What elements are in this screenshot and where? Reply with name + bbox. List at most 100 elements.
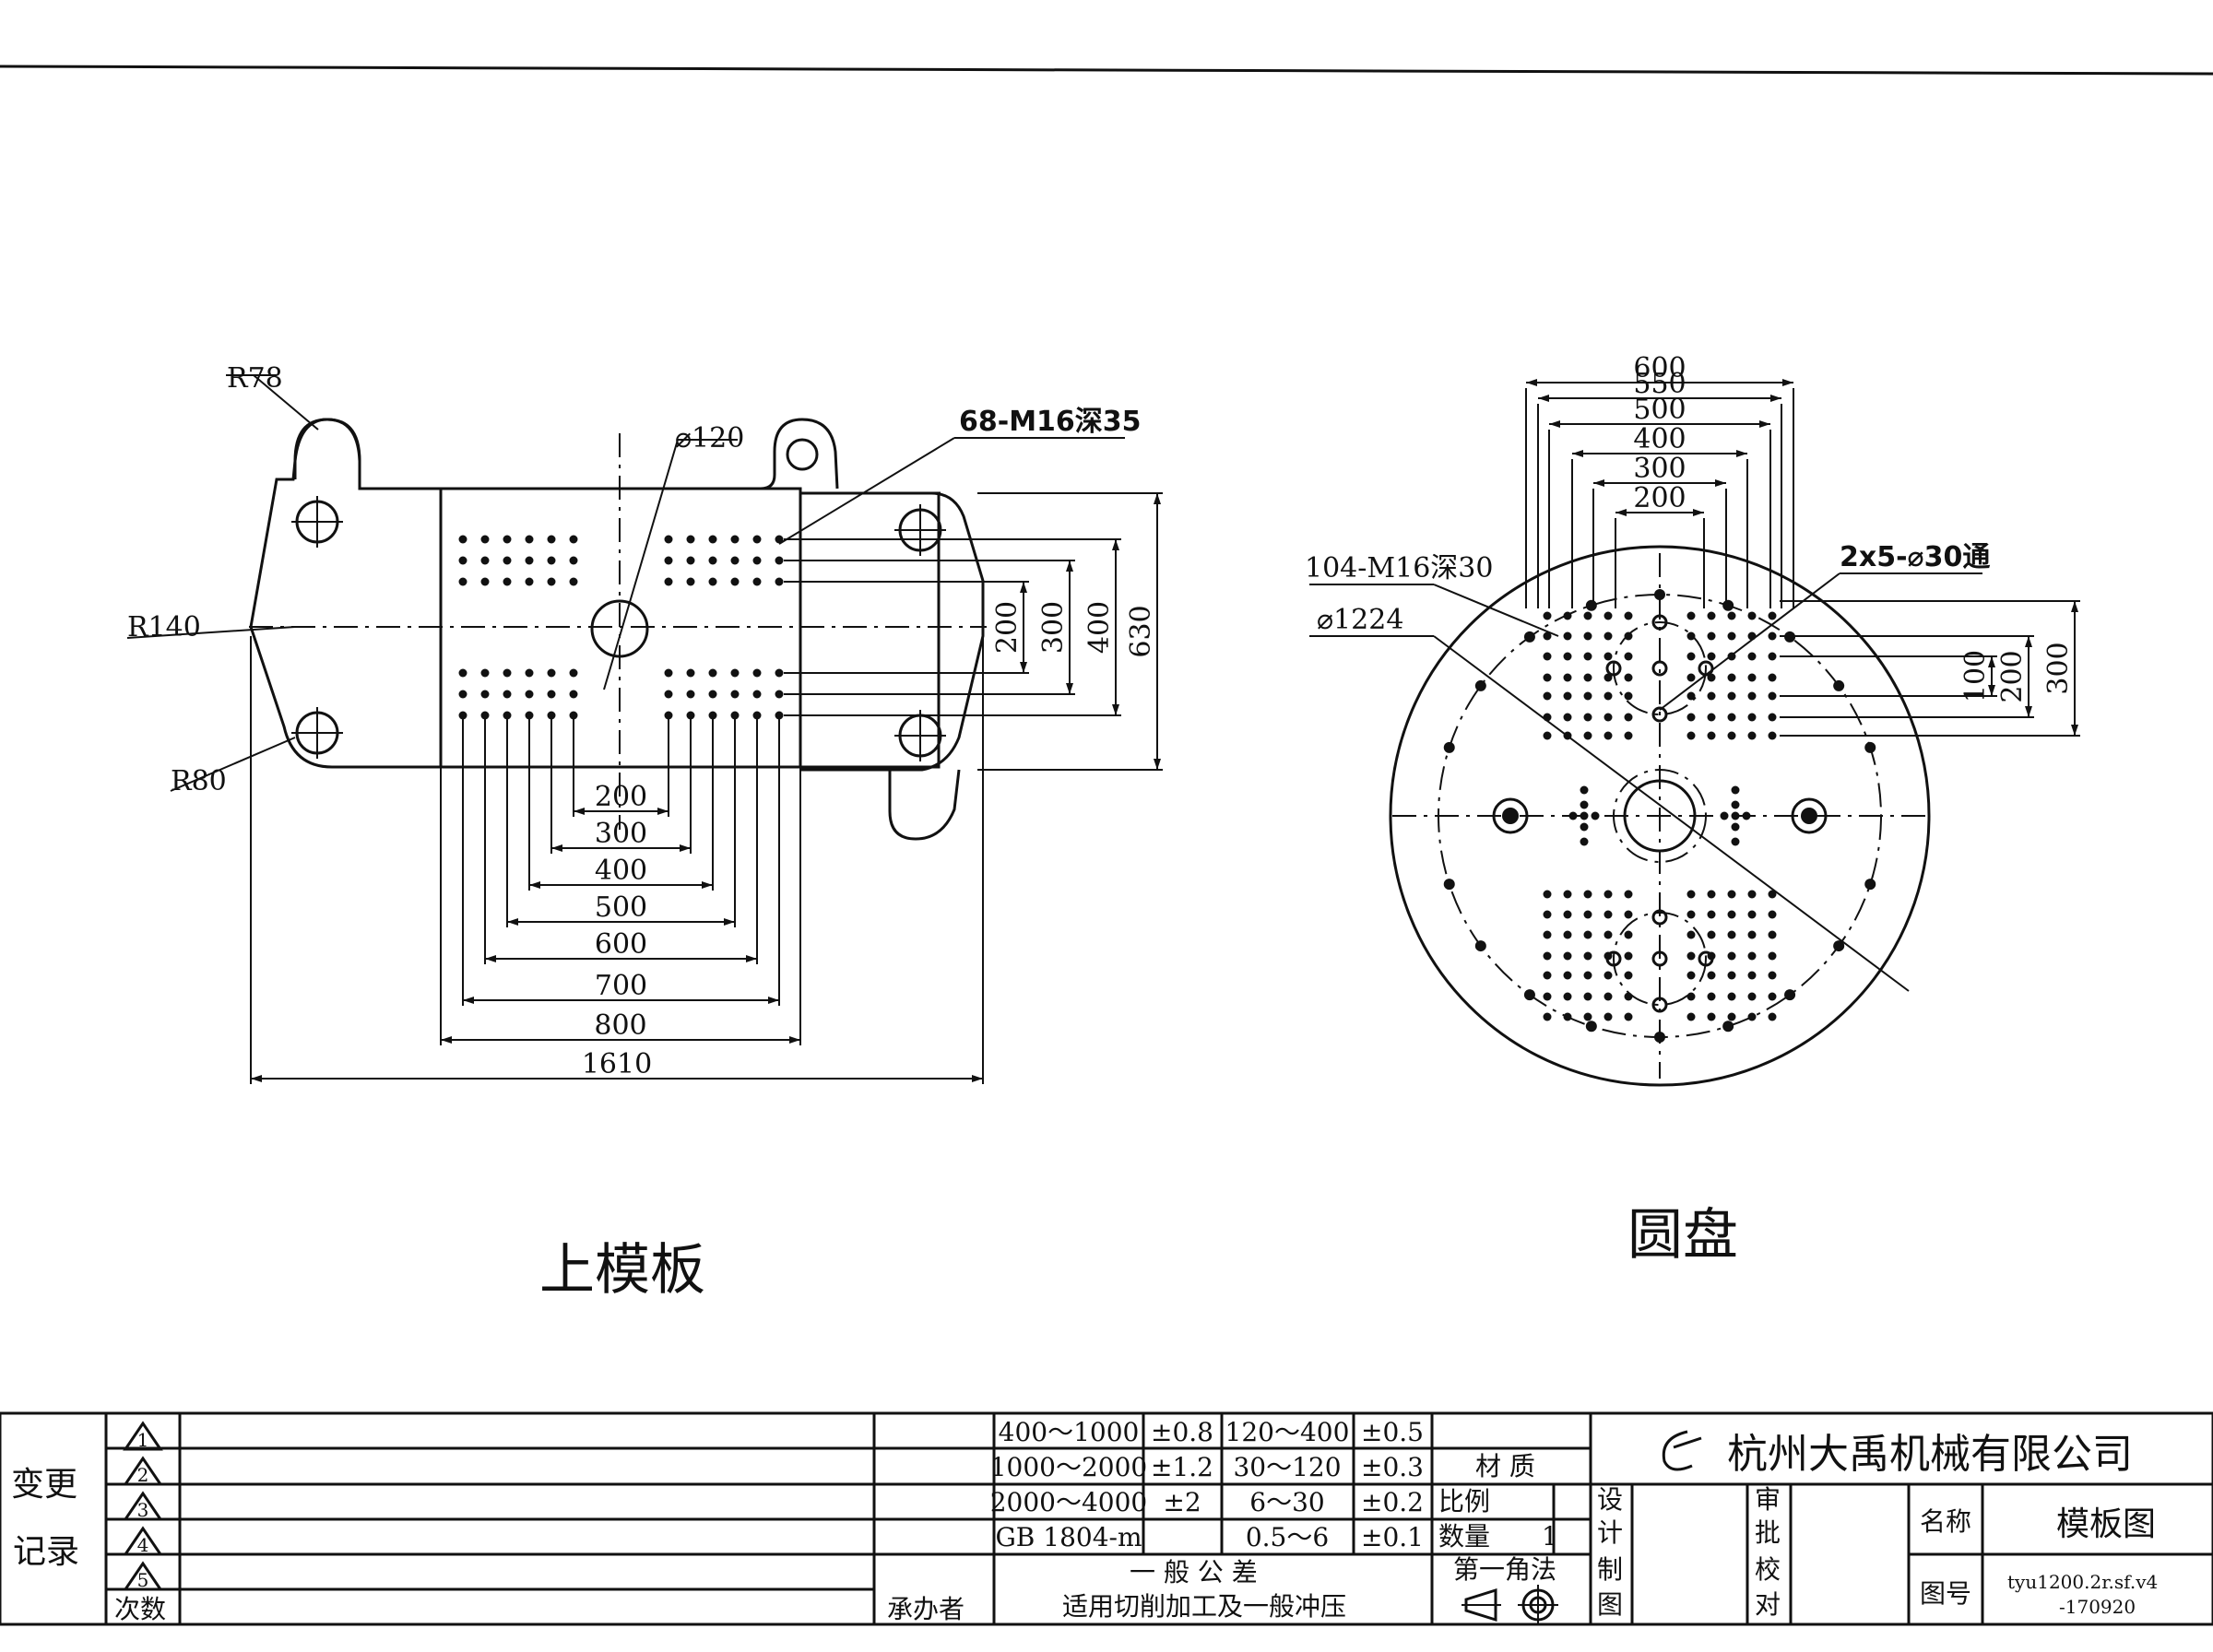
bolt-hole <box>1768 930 1777 939</box>
bolt-hole <box>1563 673 1572 682</box>
bolt-hole <box>1727 713 1736 722</box>
bolt-hole <box>1731 822 1740 832</box>
revision-triangle <box>123 1421 163 1451</box>
bolt-hole <box>1654 589 1665 600</box>
bolt-hole <box>1727 930 1736 939</box>
bolt-hole <box>1563 910 1572 919</box>
bolt-hole <box>1563 890 1572 899</box>
bolt-hole <box>1727 971 1736 980</box>
bolt-hole <box>1686 951 1696 961</box>
dimension-label: 550 <box>1633 368 1686 400</box>
bolt-hole <box>1686 992 1696 1001</box>
change-record-label-1: 变更 <box>11 1466 77 1504</box>
bolt-hole <box>525 690 534 699</box>
dimension-label: 300 <box>595 818 647 850</box>
bolt-hole <box>1768 713 1777 722</box>
bolt-hole <box>1543 910 1552 919</box>
bolt-hole <box>1580 837 1589 846</box>
bolt-hole <box>1768 691 1777 701</box>
check-label-2: 对 <box>1755 1589 1781 1620</box>
dimension-label: 300 <box>2042 642 2075 694</box>
bolt-hole <box>547 577 556 586</box>
bolt-hole <box>1624 930 1633 939</box>
bolt-hole <box>525 556 534 565</box>
tolerance-cell: ±0.3 <box>1361 1452 1424 1482</box>
bolt-hole <box>1686 1012 1696 1021</box>
bolt-hole <box>1727 611 1736 620</box>
dimension-label: 100 <box>1959 650 1992 702</box>
label-holes-m16: 68-M16深35 <box>959 406 1142 438</box>
dimension-label: 300 <box>1037 601 1070 654</box>
bolt-hole <box>547 535 556 544</box>
bolt-hole <box>480 535 490 544</box>
revision-triangle <box>123 1491 163 1521</box>
bolt-hole <box>1604 890 1613 899</box>
bolt-hole <box>569 690 578 699</box>
bolt-hole <box>1768 652 1777 661</box>
bolt-hole <box>1523 631 1535 643</box>
dimension-label: 700 <box>595 970 647 1002</box>
review-label-1: 审 <box>1755 1484 1781 1515</box>
dimension-label: 1610 <box>582 1048 652 1080</box>
bolt-hole <box>1583 890 1592 899</box>
count-label: 次数 <box>114 1594 166 1624</box>
bolt-hole <box>547 668 556 678</box>
bolt-hole <box>1768 731 1777 740</box>
bolt-hole <box>1563 691 1572 701</box>
name-label: 名称 <box>1920 1506 1971 1537</box>
bolt-hole <box>1747 992 1757 1001</box>
bolt-hole <box>1580 800 1589 809</box>
bolt-hole <box>1543 611 1552 620</box>
bolt-hole <box>708 556 717 565</box>
top-border <box>0 65 2213 76</box>
bolt-hole <box>1833 679 1845 691</box>
bolt-hole <box>1604 731 1613 740</box>
tolerance-cell: ±0.5 <box>1361 1417 1424 1447</box>
bolt-hole <box>1768 1012 1777 1021</box>
bolt-hole <box>686 668 695 678</box>
dimension-label: 630 <box>1125 605 1157 657</box>
bolt-hole <box>708 668 717 678</box>
bolt-hole <box>1474 679 1486 691</box>
dimension-label: 400 <box>1633 423 1686 455</box>
bolt-hole <box>1604 691 1613 701</box>
bolt-hole <box>1580 811 1589 820</box>
company-logo <box>1662 1430 1702 1471</box>
through-hole <box>1651 909 1668 926</box>
through-hole <box>1651 997 1668 1013</box>
draw-label-2: 图 <box>1597 1589 1623 1620</box>
bolt-hole <box>1543 631 1552 641</box>
bolt-hole <box>1624 691 1633 701</box>
bolt-hole <box>1583 910 1592 919</box>
bolt-hole <box>1707 652 1716 661</box>
bolt-hole <box>525 668 534 678</box>
bolt-hole <box>1747 930 1757 939</box>
tolerance-cell: ±2 <box>1163 1487 1201 1517</box>
bolt-hole <box>1707 971 1716 980</box>
draw-label-1: 制 <box>1597 1554 1623 1585</box>
tolerance-cell: 0.5～6 <box>1246 1522 1329 1552</box>
dimension-label: 400 <box>1083 601 1116 654</box>
dimension-label: 200 <box>595 781 647 813</box>
bolt-hole <box>1543 691 1552 701</box>
bolt-hole <box>1747 713 1757 722</box>
bolt-hole <box>1686 611 1696 620</box>
bolt-hole <box>1583 713 1592 722</box>
bolt-hole <box>730 556 740 565</box>
quantity-label: 数量 <box>1438 1521 1490 1552</box>
bolt-hole <box>1604 673 1613 682</box>
dimension-label: 600 <box>595 928 647 961</box>
revision-number: 5 <box>137 1569 149 1591</box>
bolt-hole <box>775 577 784 586</box>
bolt-hole <box>1747 731 1757 740</box>
disc-outline <box>1389 545 1931 1087</box>
bolt-hole <box>752 690 762 699</box>
through-hole <box>1605 660 1622 677</box>
through-hole <box>1651 660 1668 677</box>
bolt-hole <box>1747 951 1757 961</box>
bolt-hole <box>1727 673 1736 682</box>
bolt-hole <box>1707 890 1716 899</box>
